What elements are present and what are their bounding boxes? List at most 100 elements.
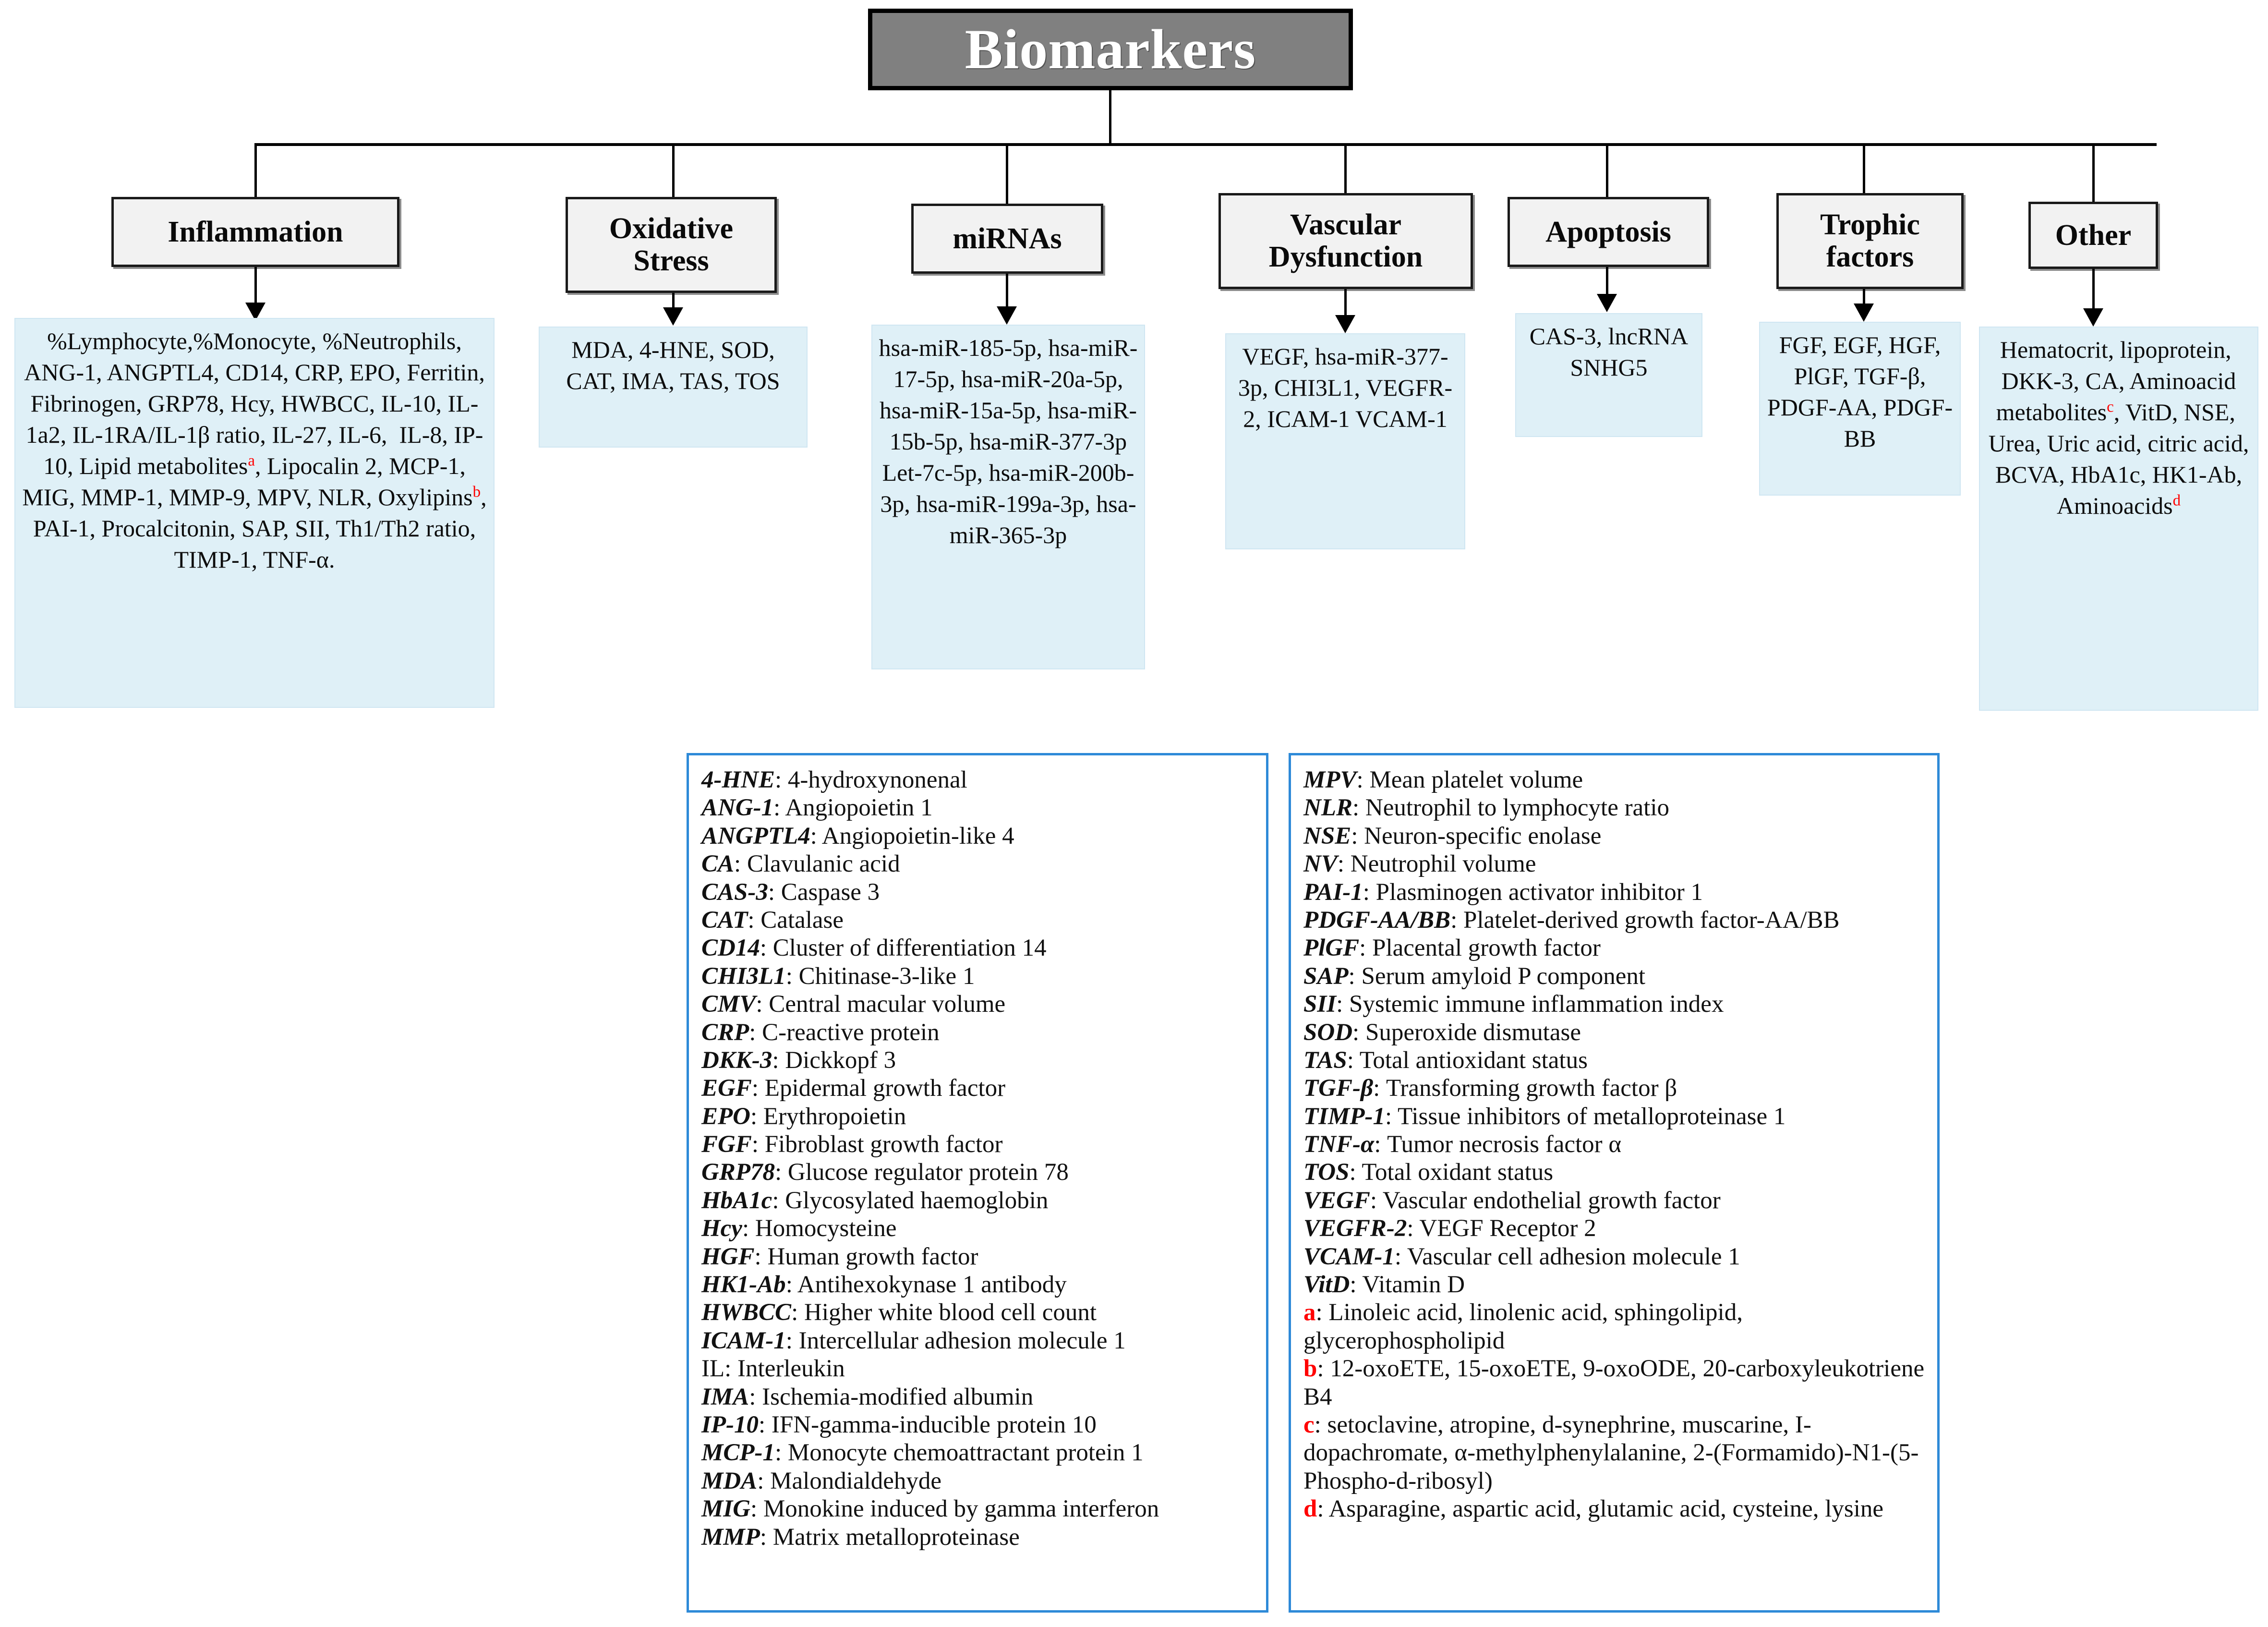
legend-entry: HWBCC: Higher white blood cell count	[701, 1299, 1258, 1326]
legend-entry: ANG-1: Angiopoietin 1	[701, 794, 1258, 822]
arrow-inflammation	[245, 303, 265, 321]
legend-entry: c: setoclavine, atropine, d-synephrine, …	[1303, 1411, 1930, 1495]
legend-entry: MIG: Monokine induced by gamma interfero…	[701, 1495, 1258, 1523]
legend-entry: PlGF: Placental growth factor	[1303, 934, 1930, 962]
category-box-mirnas[interactable]: miRNAs	[911, 204, 1103, 274]
connector-inflammation-to-content	[254, 267, 257, 304]
legend-entry-description: : Tissue inhibitors of metalloproteinase…	[1385, 1103, 1786, 1130]
content-text-other: Hematocrit, lipoprotein, DKK-3, CA, Amin…	[1988, 336, 2249, 519]
legend-entry-abbr: VEGF	[1303, 1187, 1370, 1214]
legend-entry-description: : Linoleic acid, linolenic acid, sphingo…	[1303, 1299, 1743, 1354]
root-node-biomarkers: Biomarkers	[868, 9, 1353, 90]
legend-entry: DKK-3: Dickkopf 3	[701, 1046, 1258, 1074]
legend-entry-abbr: HWBCC	[701, 1299, 792, 1326]
connector-vascular-to-content	[1344, 289, 1347, 317]
legend-entry-description: : Antihexokynase 1 antibody	[785, 1271, 1067, 1299]
category-label-apoptosis: Apoptosis	[1545, 215, 1671, 248]
connector-oxidative-to-content	[672, 293, 675, 308]
legend-entry-description: : Homocysteine	[742, 1215, 897, 1242]
legend-entry-abbr: TGF-β	[1303, 1075, 1374, 1102]
legend-entry-description: : Total antioxidant status	[1347, 1046, 1588, 1074]
legend-entry-description: : Mean platelet volume	[1356, 766, 1583, 793]
legend-entry-description: : Caspase 3	[768, 878, 880, 906]
legend-entry-description: : Transforming growth factor β	[1373, 1075, 1677, 1102]
legend-entry: TNF-α: Tumor necrosis factor α	[1303, 1130, 1930, 1158]
legend-entry-description: : Higher white blood cell count	[791, 1299, 1097, 1326]
arrow-oxidative-stress	[663, 307, 683, 326]
legend-entry-description: : Fibroblast growth factor	[751, 1131, 1003, 1158]
connector-apoptosis-to-content	[1606, 267, 1608, 296]
content-box-trophic-factors: FGF, EGF, HGF, PlGF, TGF-β, PDGF-AA, PDG…	[1759, 322, 1961, 496]
legend-entry-abbr: ANGPTL4	[701, 822, 810, 850]
legend-entry-abbr: MCP-1	[701, 1439, 775, 1467]
legend-entry-description: : Glycosylated haemoglobin	[772, 1187, 1049, 1214]
connector-bus-to-apoptosis	[1606, 144, 1608, 198]
content-box-inflammation: %Lymphocyte,%Monocyte, %Neutrophils, ANG…	[14, 318, 495, 708]
content-box-oxidative-stress: MDA, 4-HNE, SOD, CAT, IMA, TAS, TOS	[539, 327, 808, 448]
category-box-other[interactable]: Other	[2028, 202, 2158, 269]
legend-entry-abbr: Hcy	[701, 1215, 742, 1242]
connector-trophic-to-content	[1863, 289, 1865, 305]
category-label-mirnas: miRNAs	[953, 222, 1062, 255]
legend-entry: EGF: Epidermal growth factor	[701, 1074, 1258, 1102]
legend-entry-abbr: NV	[1303, 850, 1338, 878]
legend-entry-abbr: CHI3L1	[701, 962, 786, 990]
category-box-apoptosis[interactable]: Apoptosis	[1508, 197, 1709, 267]
connector-bus-to-oxidative-stress	[672, 144, 675, 198]
legend-entry-abbr: CA	[701, 850, 735, 878]
legend-entry: TAS: Total antioxidant status	[1303, 1046, 1930, 1074]
legend-entry: CHI3L1: Chitinase-3-like 1	[701, 962, 1258, 990]
legend-entry-description: : Epidermal growth factor	[751, 1075, 1006, 1102]
legend-entry-abbr: CMV	[701, 991, 756, 1018]
category-box-inflammation[interactable]: Inflammation	[111, 197, 399, 267]
legend-entry: SII: Systemic immune inflammation index	[1303, 990, 1930, 1018]
legend-entry: CD14: Cluster of differentiation 14	[701, 934, 1258, 962]
legend-entry-abbr: CAS-3	[701, 878, 768, 906]
legend-entry-abbr: b	[1303, 1355, 1317, 1383]
content-text-oxidative-stress: MDA, 4-HNE, SOD, CAT, IMA, TAS, TOS	[566, 336, 780, 394]
legend-entry: CA: Clavulanic acid	[701, 850, 1258, 878]
root-node-label: Biomarkers	[965, 18, 1256, 81]
connector-other-to-content	[2092, 269, 2095, 310]
legend-entry-abbr: HGF	[701, 1243, 755, 1270]
legend-entry: TOS: Total oxidant status	[1303, 1158, 1930, 1186]
legend-entry-abbr: TAS	[1303, 1046, 1347, 1074]
legend-entry-abbr: SAP	[1303, 962, 1349, 990]
legend-entry-description: : Neuron-specific enolase	[1351, 822, 1602, 850]
legend-entry-description: : Cluster of differentiation 14	[760, 935, 1047, 962]
legend-entry: GRP78: Glucose regulator protein 78	[701, 1158, 1258, 1186]
legend-entry: EPO: Erythropoietin	[701, 1103, 1258, 1130]
legend-entry-abbr: PlGF	[1303, 935, 1360, 962]
legend-entry-abbr: TIMP-1	[1303, 1103, 1385, 1130]
legend-entry: TGF-β: Transforming growth factor β	[1303, 1074, 1930, 1102]
legend-entry: CAS-3: Caspase 3	[701, 878, 1258, 906]
category-box-trophic-factors[interactable]: Trophic factors	[1776, 193, 1964, 289]
legend-entry-description: : Tumor necrosis factor α	[1374, 1131, 1622, 1158]
legend-entry-abbr: NSE	[1303, 822, 1351, 850]
content-text-apoptosis: CAS-3, lncRNA SNHG5	[1529, 323, 1689, 381]
legend-entry: 4-HNE: 4-hydroxynonenal	[701, 766, 1258, 794]
legend-entry-abbr: 4-HNE	[701, 766, 775, 793]
legend-entry-description: : Central macular volume	[756, 991, 1006, 1018]
category-box-oxidative-stress[interactable]: Oxidative Stress	[566, 197, 777, 293]
legend-entry-description: : Serum amyloid P component	[1348, 962, 1646, 990]
connector-bus-to-other	[2092, 144, 2095, 202]
arrow-other	[2083, 308, 2103, 327]
legend-entry-abbr: CAT	[701, 906, 748, 934]
legend-entry: IL: Interleukin	[701, 1355, 1258, 1383]
legend-entry-abbr: d	[1303, 1495, 1317, 1523]
legend-entry-abbr: MIG	[701, 1495, 751, 1523]
legend-entry-description: : setoclavine, atropine, d-synephrine, m…	[1303, 1411, 1919, 1494]
legend-entry-abbr: IL	[701, 1355, 725, 1383]
legend-entry-abbr: TOS	[1303, 1159, 1350, 1186]
legend-entry-description: : Monocyte chemoattractant protein 1	[775, 1439, 1144, 1467]
category-box-vascular-dysfunction[interactable]: Vascular Dysfunction	[1218, 193, 1473, 289]
legend-entry: CRP: C-reactive protein	[701, 1019, 1258, 1046]
legend-entry-description: : Vitamin D	[1350, 1271, 1465, 1299]
legend-entry-abbr: SOD	[1303, 1019, 1353, 1046]
legend-entry-description: : Total oxidant status	[1349, 1159, 1554, 1186]
legend-entry-description: : Vascular endothelial growth factor	[1370, 1187, 1721, 1214]
content-text-vascular-dysfunction: VEGF, hsa-miR-377-3p, CHI3L1, VEGFR-2, I…	[1238, 343, 1453, 432]
